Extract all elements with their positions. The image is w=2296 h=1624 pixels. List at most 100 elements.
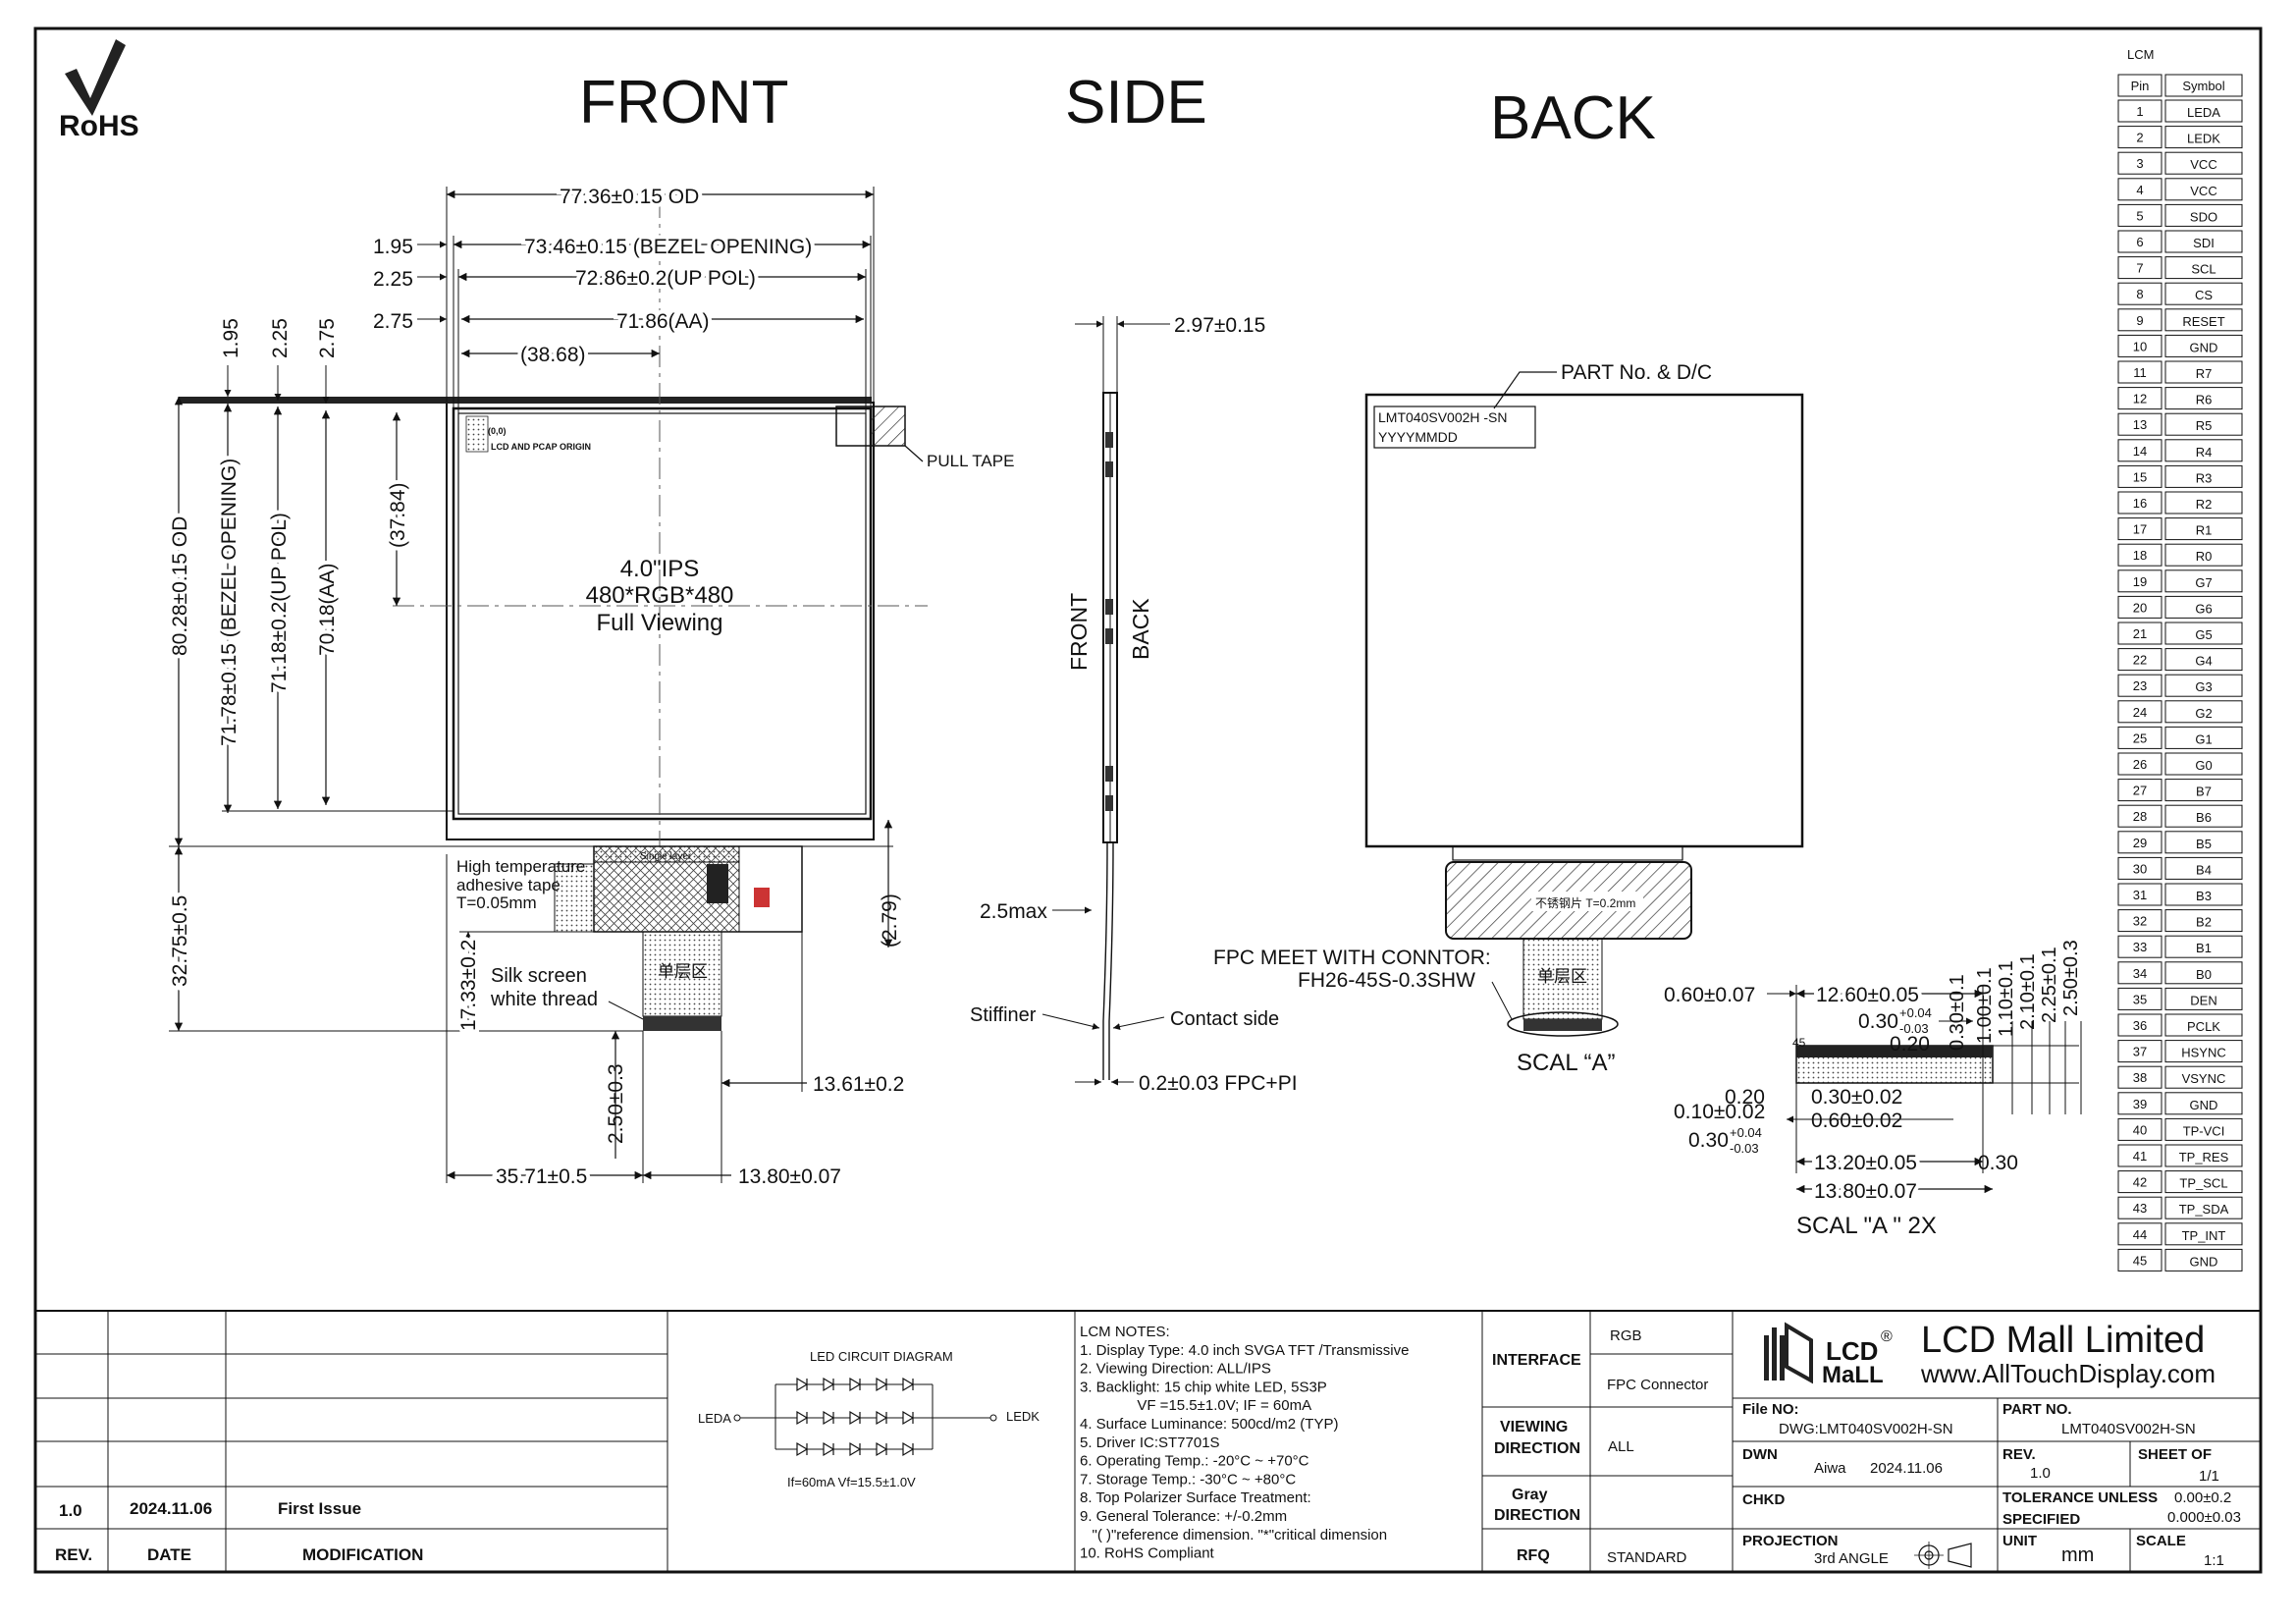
- detail-d7: 0.10±0.02: [1674, 1101, 1765, 1123]
- company-url: www.AllTouchDisplay.com: [1920, 1359, 2216, 1388]
- pin-symbol: VSYNC: [2182, 1071, 2226, 1086]
- pin-number: 11: [2133, 365, 2147, 380]
- symbol-cell: [2164, 308, 2243, 332]
- pin-cell: [2117, 831, 2163, 854]
- symbol-cell: [2164, 935, 2243, 958]
- symbol-cell: [2164, 334, 2243, 357]
- front-view: PULL TAPE (0,0) LCD AND PCAP ORIGIN 4.0"…: [165, 182, 1014, 1192]
- pin-cell: [2117, 126, 2163, 149]
- symbol-cell: [2164, 1065, 2243, 1089]
- dim-fpc-right: 13.61±0.2: [813, 1073, 904, 1096]
- pin-cell: [2117, 1092, 2163, 1115]
- unit-label: UNIT: [2002, 1533, 2037, 1549]
- note-line: 3. Backlight: 15 chip white LED, 5S3P: [1080, 1379, 1327, 1395]
- led-diode-icon: [823, 1377, 835, 1392]
- sheet-border: [33, 27, 2263, 1574]
- dwn-label: DWN: [1742, 1446, 1778, 1463]
- pin-number: 16: [2133, 496, 2147, 511]
- sheet-value: 1/1: [2199, 1468, 2219, 1485]
- pin-cell: [2117, 1144, 2163, 1167]
- pin-symbol: G5: [2195, 627, 2212, 642]
- symbol-cell: [2164, 517, 2243, 541]
- detail-d3-up: +0.04: [1899, 1005, 1932, 1020]
- pin-cell: [2117, 804, 2163, 828]
- temp-tape-1: High temperature: [456, 857, 585, 876]
- pin-number: 4: [2136, 183, 2143, 197]
- pin-symbol: R0: [2196, 549, 2213, 564]
- dim-fpc-offset: 35.71±0.5: [496, 1165, 587, 1188]
- dim-bezel-width: 73.46±0.15 (BEZEL OPENING): [524, 236, 812, 258]
- led-diode-icon: [796, 1441, 809, 1457]
- led-diode-icon: [823, 1441, 835, 1457]
- silk-screen-2: white thread: [490, 989, 598, 1010]
- pin-cell: [2117, 464, 2163, 488]
- fpc-contacts: [643, 1016, 721, 1031]
- scale-a-label: SCAL “A”: [1517, 1050, 1615, 1076]
- dim-v-offset-3: 2.75: [316, 318, 339, 358]
- date-code: YYYYMMDD: [1378, 429, 1458, 445]
- side-view: 2.97±0.15 FRONT BACK 2.5max Stiffiner Co…: [970, 314, 1298, 1095]
- note-line: LCM NOTES:: [1080, 1324, 1170, 1340]
- panel-size: 4.0"IPS: [620, 556, 700, 582]
- side-back-label: BACK: [1128, 598, 1153, 660]
- tolerance-label-2: SPECIFIED: [2002, 1511, 2080, 1528]
- pin-symbol: SDO: [2190, 209, 2217, 224]
- led-diode-icon: [823, 1410, 835, 1426]
- pin-symbol: B6: [2196, 810, 2212, 825]
- pin-number: 10: [2133, 339, 2147, 353]
- pin-number: 33: [2133, 940, 2147, 954]
- pin-number: 23: [2133, 678, 2147, 693]
- ic-chip: [707, 864, 728, 903]
- pin-symbol: R1: [2196, 523, 2213, 538]
- led-diode-icon: [849, 1377, 862, 1392]
- projection-label: PROJECTION: [1742, 1533, 1839, 1549]
- symbol-cell: [2164, 1248, 2243, 1272]
- pin-number: 20: [2133, 600, 2147, 615]
- pin-number: 41: [2133, 1149, 2147, 1164]
- dim-offset-1: 1.95: [373, 236, 413, 258]
- symbol-cell: [2164, 412, 2243, 436]
- pin-symbol: TP_RES: [2179, 1150, 2229, 1164]
- connector-spec-1: FPC MEET WITH CONNTOR:: [1213, 947, 1491, 969]
- detail-scale-a: 45 0.60±0.07 12.60±0.05 0.30 +0.04 -0.03…: [1664, 940, 2082, 1239]
- rev-no: 1.0: [2030, 1465, 2051, 1482]
- symbol-cell: [2164, 779, 2243, 802]
- panel-viewing: Full Viewing: [597, 610, 723, 636]
- rev-header: REV.: [55, 1545, 92, 1564]
- pin-cell: [2117, 622, 2163, 645]
- pin-cell: [2117, 1196, 2163, 1219]
- symbol-cell: [2164, 569, 2243, 593]
- note-line: VF =15.5±1.0V; IF = 60mA: [1080, 1397, 1311, 1414]
- pin-cell: [2117, 282, 2163, 305]
- led-diode-icon: [849, 1410, 862, 1426]
- pin-symbol: B0: [2196, 967, 2212, 982]
- pin-cell: [2117, 779, 2163, 802]
- rfq-standard: STANDARD: [1607, 1549, 1687, 1566]
- dim-aa-width: 71.86(AA): [616, 310, 710, 333]
- pin-symbol: G0: [2195, 758, 2212, 773]
- pin-symbol: VCC: [2190, 157, 2216, 172]
- symbol-cell: [2164, 464, 2243, 488]
- symbol-cell: [2164, 622, 2243, 645]
- led-diode-icon: [849, 1441, 862, 1457]
- note-line: 10. RoHS Compliant: [1080, 1545, 1215, 1562]
- single-layer-label: Single layer: [640, 851, 692, 862]
- dim-pol-width: 72.86±0.2(UP POL): [575, 267, 756, 290]
- pin-symbol: R5: [2196, 418, 2213, 433]
- company-name: LCD Mall Limited: [1921, 1320, 2205, 1361]
- dwn-name: Aiwa: [1814, 1460, 1846, 1477]
- pin-number: 15: [2133, 469, 2147, 484]
- led-leda: LEDA: [698, 1411, 731, 1426]
- pin-cell: [2117, 491, 2163, 514]
- symbol-cell: [2164, 491, 2243, 514]
- symbol-cell: [2164, 439, 2243, 462]
- red-component: [754, 888, 770, 907]
- temp-tape-2: adhesive tape: [456, 876, 561, 894]
- scale-value: 1:1: [2204, 1552, 2224, 1569]
- symbol-cell: [2164, 543, 2243, 567]
- dim-od-height: 80.28±0.15 OD: [169, 516, 191, 656]
- pin-number: 5: [2136, 208, 2143, 223]
- pin-number: 25: [2133, 731, 2147, 745]
- back-fpc-zone: 单层区: [1537, 967, 1587, 986]
